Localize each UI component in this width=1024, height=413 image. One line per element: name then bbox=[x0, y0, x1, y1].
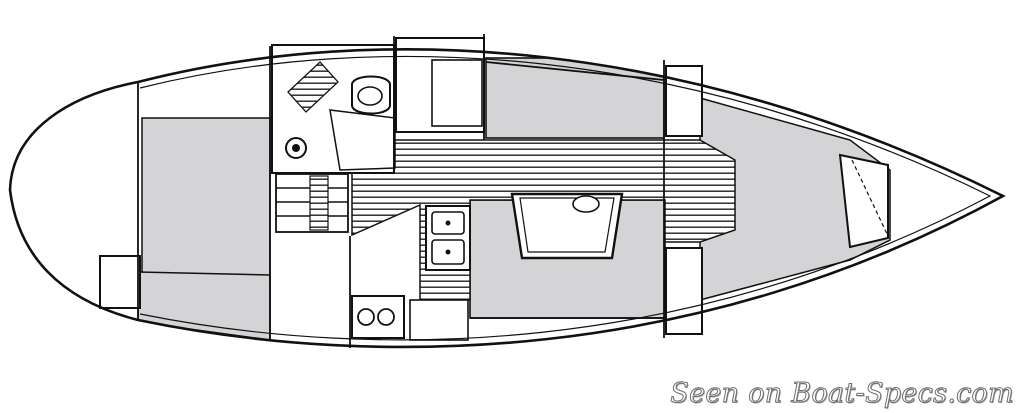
stove-burner-icon bbox=[377, 308, 395, 326]
chart-table bbox=[395, 37, 485, 133]
galley-sink bbox=[425, 205, 471, 271]
saloon-table bbox=[510, 192, 624, 260]
hull-outline bbox=[8, 48, 1006, 349]
bulkheads bbox=[99, 65, 889, 335]
companionway-steps bbox=[275, 173, 349, 233]
table-mast-icon bbox=[572, 195, 600, 213]
stove-burner-icon bbox=[357, 308, 375, 326]
galley-stove bbox=[351, 295, 469, 341]
aft-port-locker bbox=[137, 271, 271, 341]
hull-inner-line bbox=[139, 55, 992, 341]
partitions bbox=[137, 34, 665, 348]
head-compartment bbox=[271, 44, 396, 174]
watermark-text: Seen on Boat-Specs.com bbox=[670, 378, 1014, 410]
starboard-settee bbox=[485, 57, 665, 139]
